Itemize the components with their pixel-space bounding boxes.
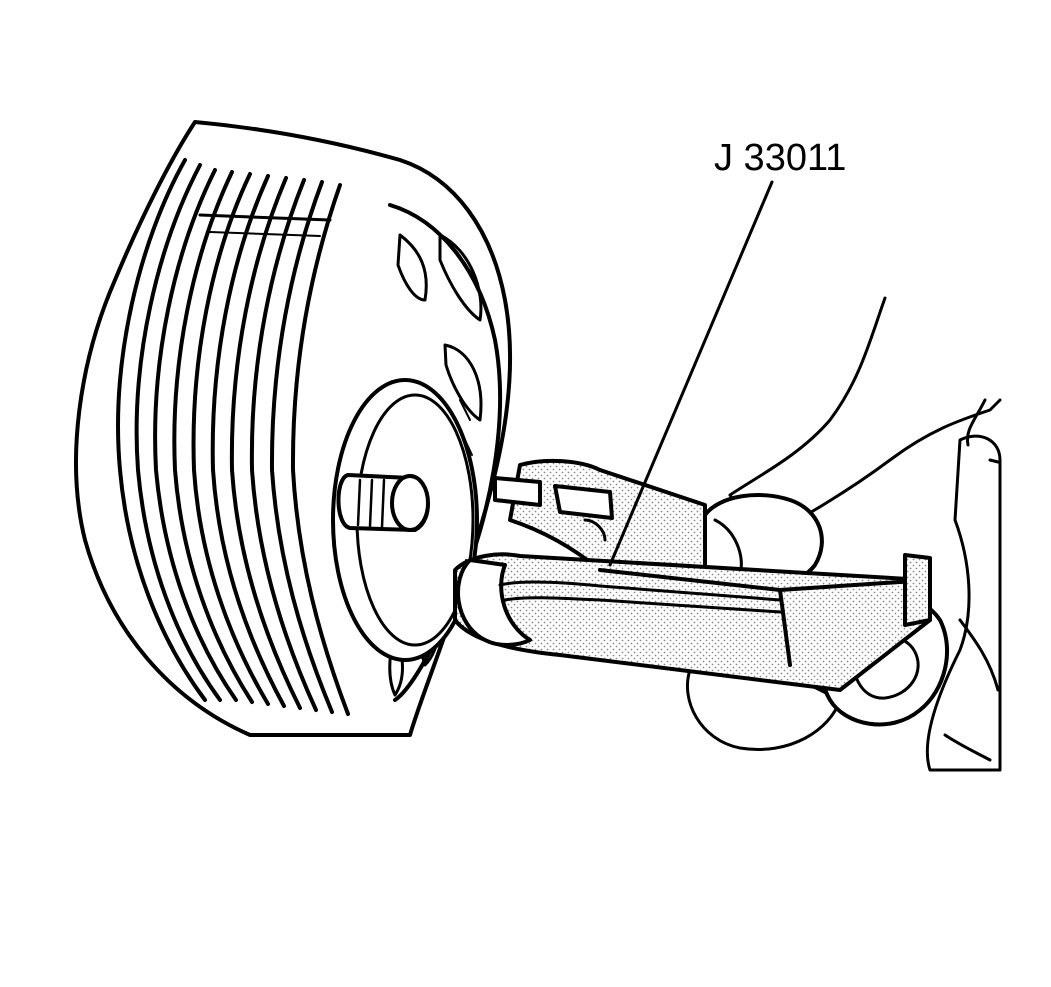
special-tool: [453, 458, 932, 692]
hand: [685, 296, 1002, 772]
leader-line: [608, 180, 774, 567]
callout-label: J 33011: [714, 137, 846, 179]
pulley-grooves: [116, 158, 350, 716]
pulley-face: [331, 203, 503, 702]
callout: J 33011: [608, 137, 846, 567]
compressor-pulley: [74, 120, 513, 737]
drive-shaft: [336, 473, 430, 532]
